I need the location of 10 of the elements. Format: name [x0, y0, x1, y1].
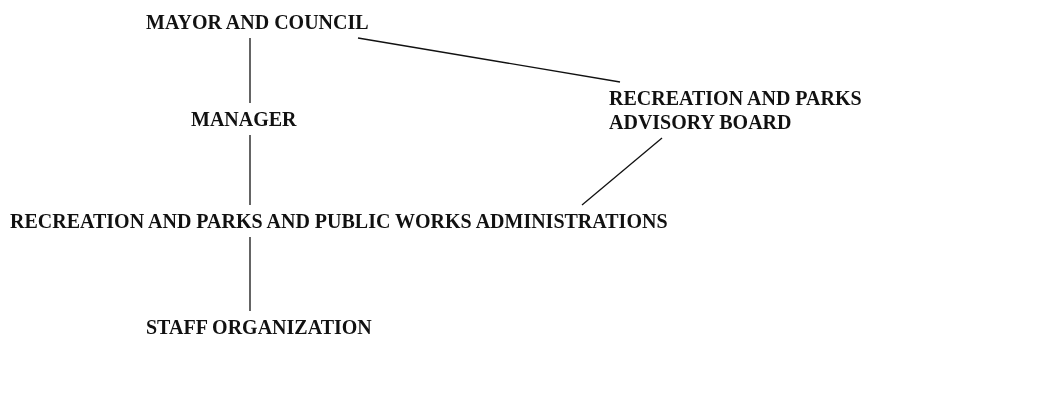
connector-line — [357, 37, 621, 83]
connector-line — [249, 236, 251, 312]
connector-line — [581, 137, 663, 206]
connector-line — [249, 37, 251, 104]
org-unit-label: RECREATION AND PARKS ADVISORY BOARD — [609, 86, 863, 134]
org-unit-label: RECREATION AND PARKS AND PUBLIC WORKS ADMINISTRATIONS — [10, 209, 668, 233]
org-unit-label: STAFF ORGANIZATION — [146, 315, 372, 339]
org-unit-label: MANAGER — [191, 107, 297, 131]
connector-line — [249, 134, 251, 206]
org-unit-label: MAYOR AND COUNCIL — [146, 10, 369, 34]
